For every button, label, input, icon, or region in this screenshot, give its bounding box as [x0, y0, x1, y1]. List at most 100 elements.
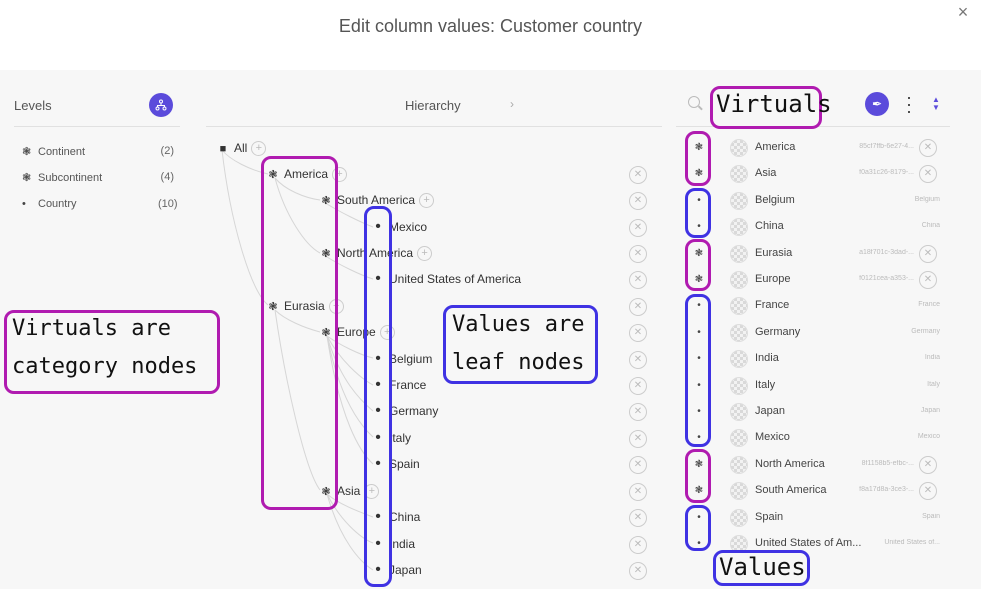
search-icon[interactable] — [688, 96, 700, 108]
remove-node-icon[interactable]: ✕ — [629, 483, 647, 501]
remove-node-icon[interactable]: ✕ — [629, 377, 647, 395]
dot-icon: • — [697, 326, 701, 338]
remove-node-icon[interactable]: ✕ — [629, 430, 647, 448]
avatar — [730, 508, 748, 527]
value-id: 8f1158b5-efbc-... — [861, 459, 914, 467]
brush-icon[interactable]: ✒ — [865, 92, 889, 116]
tree-node[interactable]: •China — [371, 509, 420, 525]
delete-virtual-icon[interactable]: ✕ — [919, 139, 937, 157]
tree-node[interactable]: •Spain — [371, 456, 420, 472]
tree-node[interactable]: ❃Asia+ — [319, 483, 380, 500]
value-id: Mexico — [917, 433, 940, 441]
value-name: Japan — [755, 405, 785, 417]
dot-icon: • — [697, 406, 701, 417]
tree-node[interactable]: •Mexico — [371, 219, 427, 235]
close-icon[interactable]: × — [957, 2, 969, 22]
remove-node-icon[interactable]: ✕ — [629, 245, 647, 263]
add-child-icon[interactable]: + — [379, 325, 395, 341]
dot-icon: • — [375, 535, 381, 552]
tree-node[interactable]: •United States of America — [371, 271, 521, 287]
value-id: a18f701c-3dad-... — [859, 248, 914, 256]
annotation-values-are: Values are — [452, 312, 585, 337]
chevron-right-icon[interactable]: › — [510, 97, 514, 111]
tree-node[interactable]: • India — [371, 536, 415, 552]
tree-node[interactable]: •France — [371, 377, 426, 393]
delete-virtual-icon[interactable]: ✕ — [919, 244, 937, 263]
value-name: America — [755, 141, 796, 153]
value-name: Mexico — [755, 431, 790, 444]
tree-node[interactable]: ■All+ — [216, 140, 267, 157]
annotation-box-list-value-1 — [685, 188, 711, 238]
remove-node-icon[interactable]: ✕ — [629, 403, 647, 421]
hierarchy-divider — [206, 126, 662, 127]
tree-node-label: India — [389, 537, 416, 551]
tree-node[interactable]: •Japan — [371, 562, 422, 578]
remove-node-icon[interactable]: ✕ — [629, 324, 647, 342]
tree-node[interactable]: •Belgium — [371, 351, 432, 367]
dot-icon: • — [375, 270, 381, 287]
level-count: (4) — [160, 171, 174, 183]
value-name: India — [755, 352, 779, 365]
avatar — [730, 376, 748, 395]
add-child-icon[interactable]: + — [251, 141, 267, 157]
remove-node-icon[interactable]: ✕ — [629, 192, 647, 210]
levels-hierarchy-button[interactable] — [149, 93, 173, 117]
value-name: South America — [755, 484, 827, 497]
value-name: Spain — [755, 510, 784, 523]
level-item[interactable]: ❃Continent(2) — [22, 145, 174, 158]
remove-node-icon[interactable]: ✕ — [629, 351, 647, 369]
remove-node-icon[interactable]: ✕ — [629, 509, 647, 527]
dot-icon: • — [375, 350, 381, 367]
tree-node[interactable]: ❃North America+ — [319, 245, 433, 262]
virtual-icon: ❃ — [268, 301, 278, 313]
delete-virtual-icon[interactable]: ✕ — [919, 482, 937, 501]
tree-node-label: France — [389, 378, 427, 392]
tree-node[interactable]: ❃America+ — [266, 166, 348, 183]
remove-node-icon[interactable]: ✕ — [629, 456, 647, 474]
remove-node-icon[interactable]: ✕ — [629, 298, 647, 316]
delete-virtual-icon[interactable]: ✕ — [919, 271, 937, 289]
level-item[interactable]: ❃Subcontinent(4) — [22, 171, 174, 184]
remove-node-icon[interactable]: ✕ — [629, 166, 647, 184]
delete-virtual-icon[interactable]: ✕ — [919, 455, 937, 474]
level-item[interactable]: •Country(10) — [22, 198, 178, 210]
sort-icon[interactable]: ▲▼ — [932, 95, 940, 112]
add-child-icon[interactable]: + — [417, 246, 433, 262]
add-child-icon[interactable]: + — [419, 193, 435, 209]
square-icon: ■ — [219, 143, 227, 155]
value-id: Belgium — [914, 195, 940, 203]
remove-node-icon[interactable]: ✕ — [629, 536, 647, 554]
add-child-icon[interactable]: + — [332, 167, 348, 183]
remove-node-icon[interactable]: ✕ — [629, 271, 647, 289]
tree-node[interactable]: •Germany — [371, 403, 438, 419]
more-options-icon[interactable]: ··· — [906, 87, 912, 121]
annotation-virtuals-are: Virtuals are — [12, 316, 171, 341]
remove-node-icon[interactable]: ✕ — [629, 562, 647, 580]
annotation-box-tree-continents — [261, 156, 338, 510]
annotation-category-nodes: category nodes — [12, 354, 198, 379]
dot-icon: • — [375, 218, 381, 235]
avatar — [730, 482, 748, 501]
delete-virtual-icon[interactable]: ✕ — [919, 165, 937, 184]
list-item[interactable]: •United States of Am...United States of.… — [676, 532, 952, 558]
tree-node[interactable]: •Italy — [371, 430, 411, 446]
remove-node-icon[interactable]: ✕ — [629, 219, 647, 237]
tree-node[interactable]: ❃South America+ — [319, 192, 435, 209]
dot-icon: • — [697, 538, 701, 549]
avatar — [730, 350, 748, 369]
